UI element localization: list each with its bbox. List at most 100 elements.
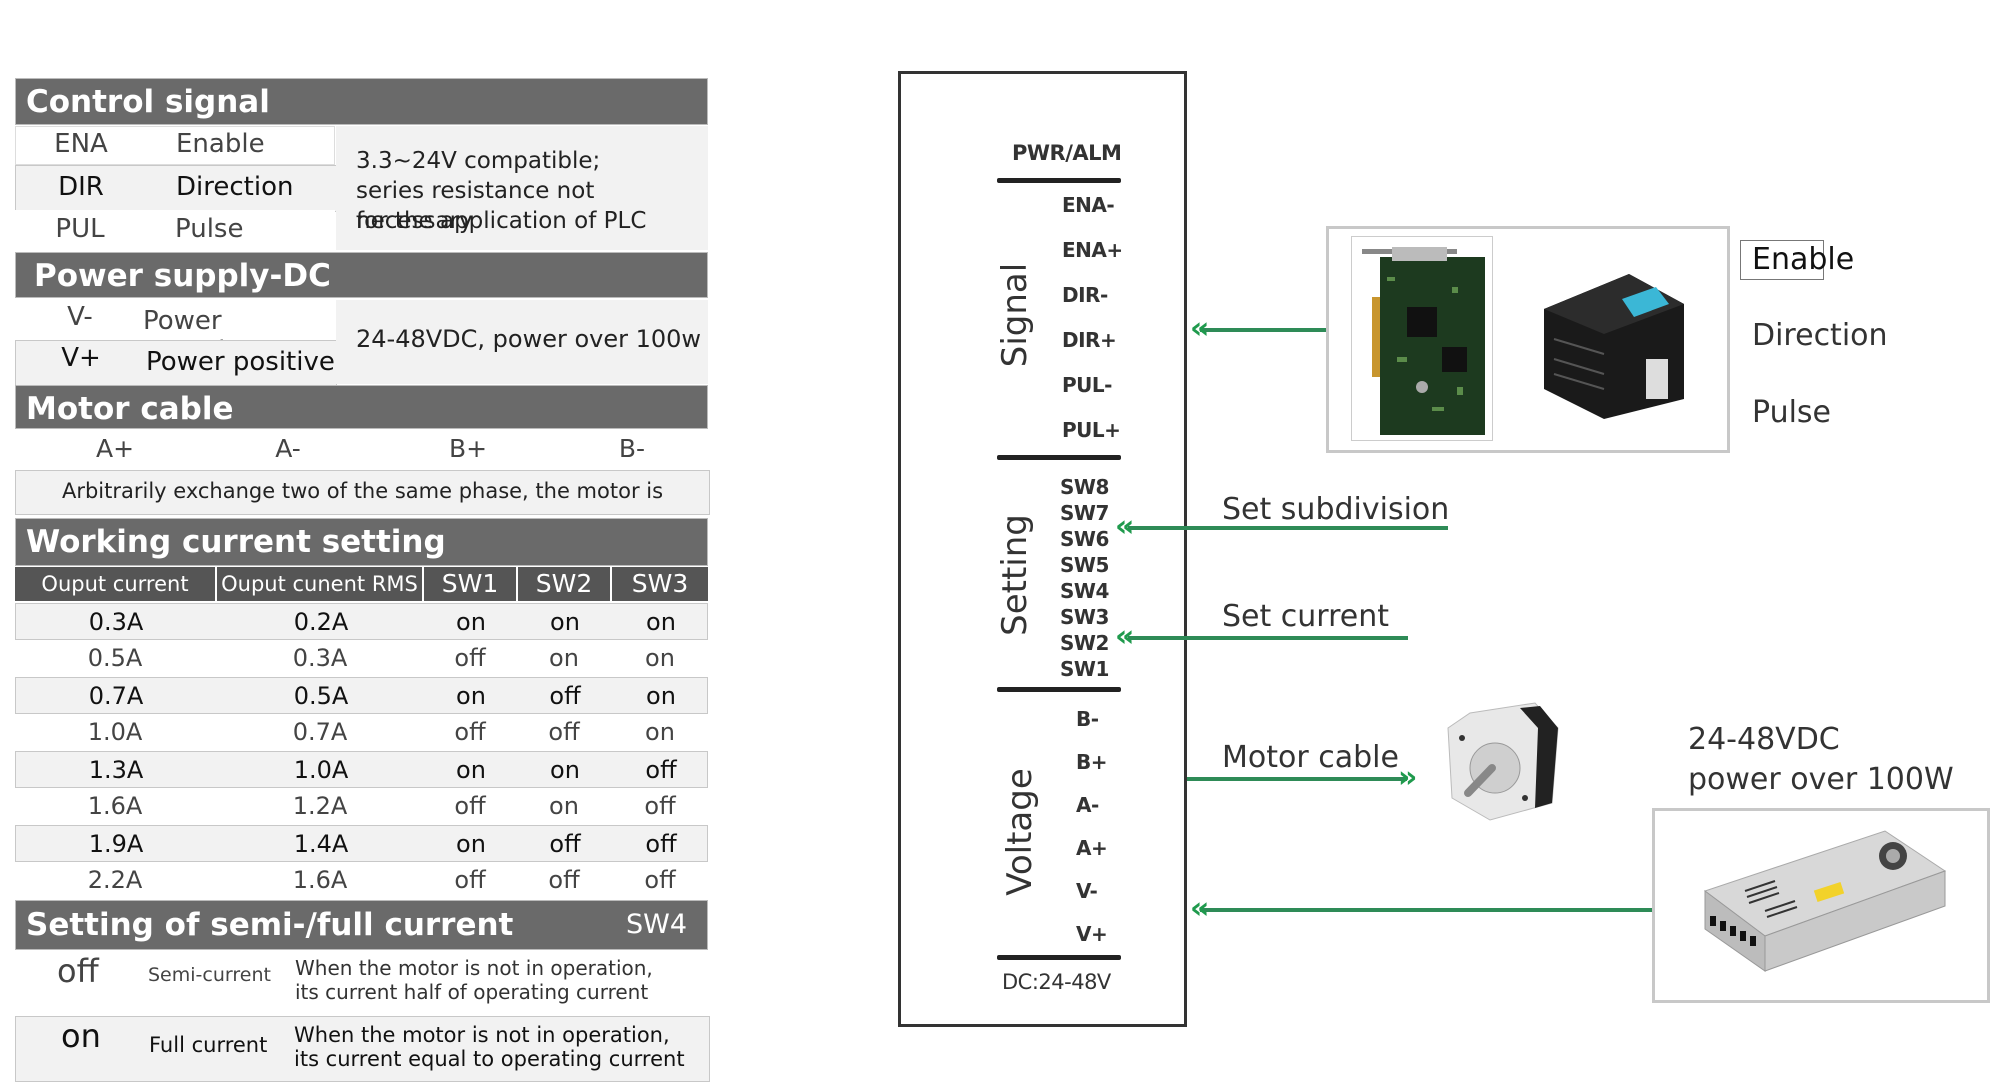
switch-cell: on: [646, 608, 676, 636]
power-supply-header: Power supply-DC: [15, 252, 708, 298]
motor-pin: B-: [618, 434, 646, 463]
semi-full-header: Setting of semi-/full current SW4: [15, 900, 708, 950]
switch-cell: off: [644, 866, 676, 894]
control-row-ena: ENA Enable: [15, 126, 335, 165]
switch-cell: off: [548, 718, 580, 746]
power-note: 24-48VDC, power over 100w: [356, 325, 702, 353]
control-code: ENA: [54, 129, 108, 159]
stepper-motor-icon: [1447, 702, 1559, 821]
power-row-vpos: V+ Power positive: [15, 340, 337, 386]
separator-line: [997, 687, 1121, 692]
double-chevron-left-icon: «: [1190, 891, 1210, 926]
controller-signal-enable: Enable: [1752, 242, 1855, 277]
motor-pin: B+: [448, 434, 488, 463]
motor-pin: A+: [95, 434, 135, 463]
set-subdivision-label: Set subdivision: [1222, 492, 1450, 527]
power-row-vneg: V- Power negative: [15, 300, 335, 366]
current-cell: 0.3A: [292, 644, 348, 672]
power-supply-note: 24-48VDC, power over 100w: [336, 300, 708, 384]
enable-highlight-box: [1740, 240, 1824, 280]
table-row: 0.3A 0.2A on on on: [15, 603, 708, 640]
motor-cable-note: Arbitrarily exchange two of the same pha…: [15, 470, 710, 544]
switch-cell: off: [645, 830, 677, 858]
stepper-motor-image: [1440, 698, 1565, 823]
semi-row-off: off Semi-current When the motor is not i…: [15, 952, 708, 1014]
motor-cable-header: Motor cable: [15, 385, 708, 429]
power-supply-image-box: [1652, 808, 1990, 1003]
voltage-group-label: Voltage: [1000, 768, 1040, 896]
switch-cell: off: [549, 830, 581, 858]
current-cell: 1.0A: [293, 756, 349, 784]
power-label-line: power over 100W: [1688, 762, 1954, 797]
switch-cell: off: [454, 866, 486, 894]
col-header-sw3: SW3: [612, 567, 708, 601]
power-supply-title: Power supply-DC: [34, 258, 331, 294]
motor-cable-label: Motor cable: [1222, 740, 1399, 775]
switch-cell: on: [456, 756, 486, 784]
driver-pin: SW4: [1060, 579, 1109, 603]
control-code: DIR: [58, 172, 104, 202]
double-chevron-left-icon: «: [1115, 619, 1135, 654]
driver-pin: SW8: [1060, 475, 1109, 499]
current-cell: 1.0A: [87, 718, 143, 746]
switch-cell: on: [645, 644, 675, 672]
switch-cell: on: [550, 756, 580, 784]
col-header-rms: Ouput cunent RMS: [217, 567, 422, 601]
semi-mode: Semi-current: [148, 964, 271, 986]
switch-cell: on: [646, 682, 676, 710]
double-chevron-right-icon: »: [1398, 760, 1418, 795]
control-signal-title: Control signal: [26, 84, 270, 120]
plc-unit-image: [1534, 259, 1694, 419]
control-name: Enable: [176, 129, 265, 159]
controller-signal-pulse: Pulse: [1752, 395, 1831, 430]
switch-cell: on: [645, 718, 675, 746]
driver-pin: A-: [1076, 793, 1099, 817]
semi-mode: Full current: [149, 1033, 268, 1057]
power-code: V-: [67, 302, 93, 332]
switch-cell: off: [644, 792, 676, 820]
power-name: Power positive: [146, 347, 335, 377]
semi-row-on: on Full current When the motor is not in…: [15, 1016, 710, 1082]
motion-control-card-image: [1351, 236, 1493, 441]
col-header-sw1: SW1: [424, 567, 516, 601]
current-cell: 0.2A: [293, 608, 349, 636]
switch-cell: off: [454, 644, 486, 672]
current-cell: 0.3A: [88, 608, 144, 636]
control-signal-header: Control signal: [15, 78, 708, 125]
double-chevron-left-icon: «: [1115, 509, 1135, 544]
driver-pin: A+: [1076, 836, 1108, 860]
current-cell: 0.5A: [87, 644, 143, 672]
driver-pin: SW2: [1060, 631, 1109, 655]
controller-signal-direction: Direction: [1752, 318, 1888, 353]
separator-line: [997, 178, 1121, 183]
switch-cell: on: [456, 830, 486, 858]
switch-cell: on: [456, 608, 486, 636]
double-chevron-left-icon: «: [1190, 311, 1210, 346]
control-signal-note: 3.3~24V compatible; series resistance no…: [336, 126, 708, 250]
power-code: V+: [61, 343, 101, 373]
control-code: PUL: [55, 214, 105, 244]
pwr-alm-label: PWR/ALM: [1012, 141, 1122, 165]
driver-pin: SW7: [1060, 501, 1109, 525]
control-note-line: series resistance not necessary: [356, 178, 595, 234]
driver-box: [898, 71, 1187, 1027]
switch-cell: on: [550, 608, 580, 636]
separator-line: [997, 955, 1121, 960]
motor-cable-title: Motor cable: [26, 391, 234, 427]
motor-pin: A-: [275, 434, 301, 463]
driver-pin: PUL+: [1062, 418, 1121, 442]
signal-arrow-line: [1200, 328, 1327, 332]
driver-pin: SW3: [1060, 605, 1109, 629]
signal-group-label: Signal: [995, 262, 1035, 368]
motor-pins-row: A+ A- B+ B-: [15, 432, 708, 468]
switch-cell: off: [454, 718, 486, 746]
driver-pin: B+: [1076, 750, 1108, 774]
semi-desc-line: its current equal to operating current: [294, 1047, 685, 1071]
current-cell: 0.5A: [293, 682, 349, 710]
driver-pin: ENA-: [1062, 193, 1115, 217]
driver-pin: V+: [1076, 922, 1108, 946]
switch-cell: on: [549, 644, 579, 672]
